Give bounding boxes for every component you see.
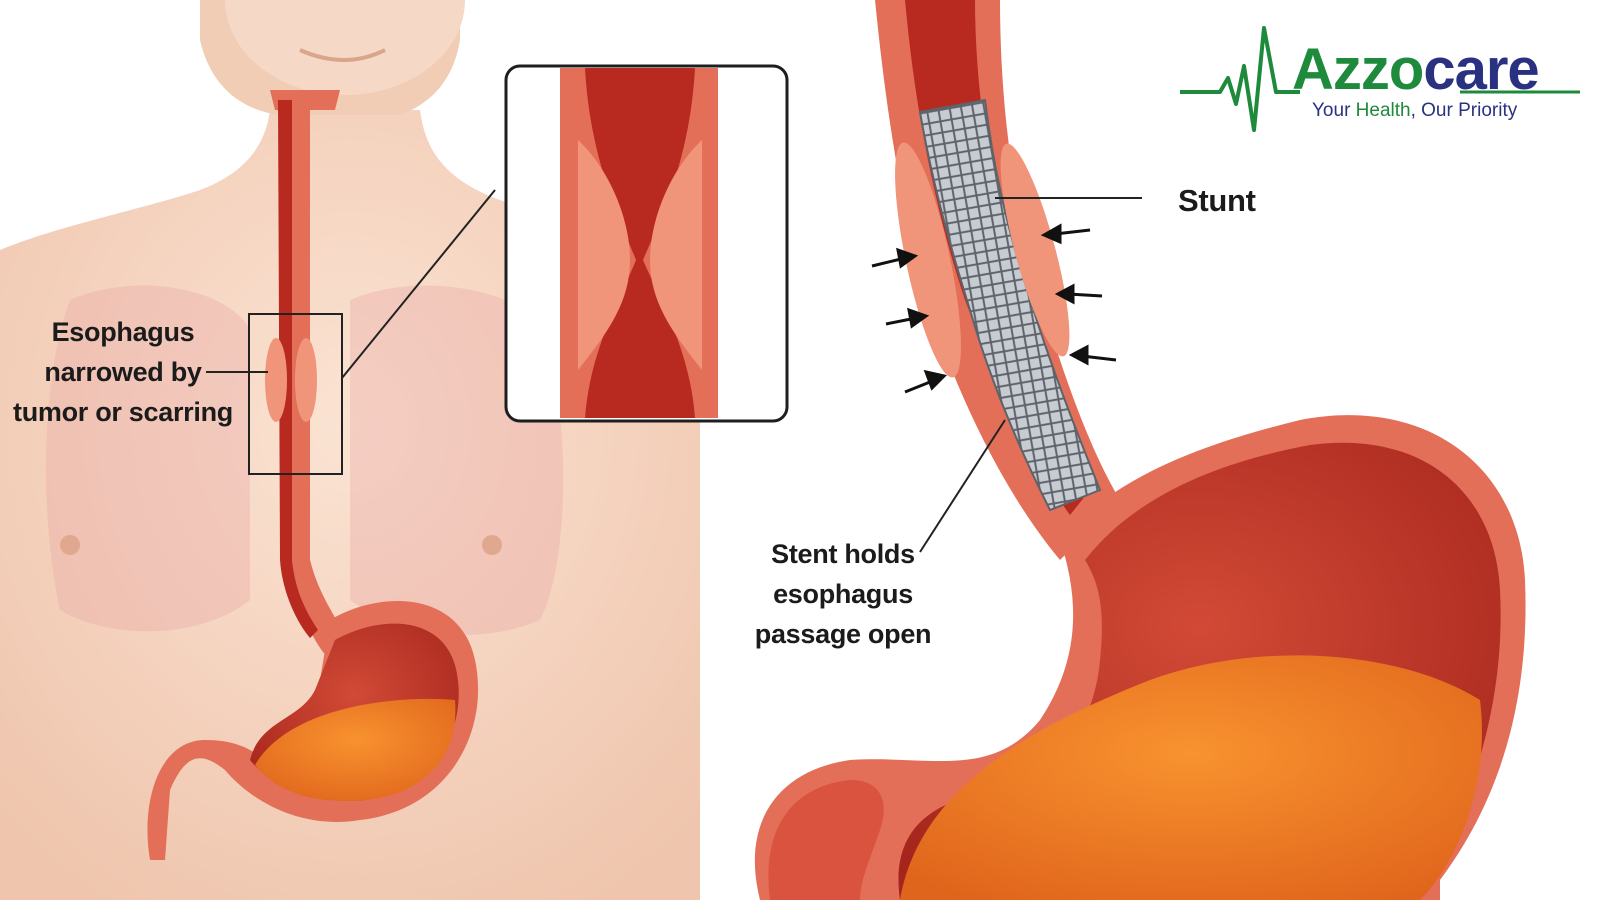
- stent-label-line-3: passage open: [754, 619, 932, 649]
- zoom-region-box: [248, 313, 343, 475]
- stent-label: Stent holds esophagus passage open: [748, 534, 938, 654]
- esophagus-left: [265, 90, 345, 660]
- stomach-left: [147, 600, 479, 860]
- nipple-left: [60, 535, 80, 555]
- tagline-part-1: Your: [1312, 100, 1356, 121]
- narrowed-label-line-3: tumor or scarring: [13, 397, 233, 427]
- stent-pointer-line: [919, 419, 1006, 553]
- brand-tagline: Your Health, Our Priority: [1312, 100, 1517, 122]
- compression-arrows: [871, 223, 1117, 394]
- narrowed-label-line-1: Esophagus: [51, 317, 195, 347]
- stent-label-line-2: esophagus: [773, 579, 913, 609]
- brand-name: Azzocare: [1292, 37, 1540, 102]
- brand-name-part-1: Azzo: [1292, 37, 1424, 102]
- heartbeat-icon: [1180, 26, 1580, 132]
- narrowed-label-line-2: narrowed by: [44, 357, 202, 387]
- stent-label-line-1: Stent holds: [771, 539, 915, 569]
- tagline-part-2: Health: [1355, 100, 1411, 121]
- stunt-label: Stunt: [1178, 183, 1256, 218]
- nipple-right: [482, 535, 502, 555]
- narrowed-esophagus-label: Esophagus narrowed by tumor or scarring: [8, 312, 238, 432]
- tagline-part-3: , Our Priority: [1410, 100, 1518, 121]
- zoom-connector-line: [341, 189, 496, 379]
- azzocare-logo: Azzocare Your Health, Our Priority: [1180, 26, 1580, 136]
- brand-name-part-2: care: [1423, 37, 1539, 102]
- stomach-right: [754, 415, 1526, 900]
- zoom-inset: [504, 64, 789, 423]
- esophagus-right: [875, 0, 1120, 560]
